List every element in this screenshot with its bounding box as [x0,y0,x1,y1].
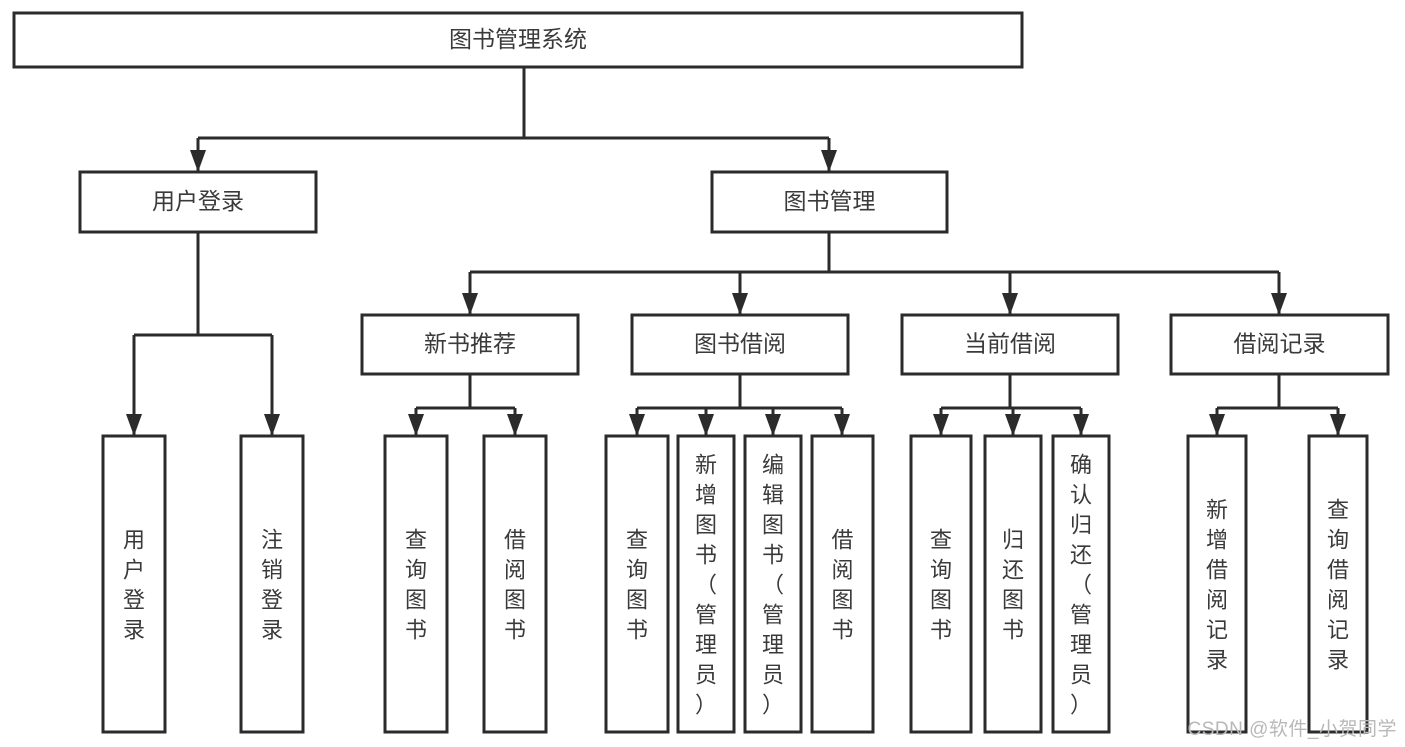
node-label: 确认归还（管理员） [1070,452,1092,717]
node-label: 借阅图书 [504,527,526,642]
node-leaf-11-新增借阅记录[interactable]: 新增借阅记录 [1186,434,1248,734]
node-box[interactable] [1169,313,1390,376]
node-label: 新增图书（管理员） [695,452,717,717]
node-box[interactable] [239,434,305,734]
node-label: 注销登录 [261,527,283,642]
node-label: 查询图书 [930,527,952,642]
node-label: 查询图书 [626,527,648,642]
arrowhead-icon [1330,414,1346,436]
node-label: 图书管理 [784,188,876,214]
arrowhead-icon [1271,293,1287,315]
node-label: 图书管理系统 [449,26,587,52]
node-box[interactable] [1051,434,1111,734]
node-label: 当前借阅 [964,331,1056,357]
node-box[interactable] [1307,434,1369,734]
arrowhead-icon [190,150,206,172]
node-level2-新书推荐[interactable]: 新书推荐 [360,313,580,376]
arrowhead-icon [1209,414,1225,436]
connector-group [933,374,1089,436]
arrowhead-icon [1002,293,1018,315]
node-leaf-2-查询图书[interactable]: 查询图书 [383,434,449,734]
node-box[interactable] [101,434,167,734]
node-box[interactable] [909,434,973,734]
node-leaf-10-确认归还管理员[interactable]: 确认归还（管理员） [1051,434,1111,734]
node-label: 用户登录 [152,188,244,214]
node-box[interactable] [676,434,736,734]
node-leaf-12-查询借阅记录[interactable]: 查询借阅记录 [1307,434,1369,734]
connector-group [190,67,837,172]
node-box[interactable] [78,170,318,234]
node-label: 查询图书 [405,527,427,642]
arrowhead-icon [507,414,523,436]
arrowhead-icon [732,293,748,315]
node-level2-当前借阅[interactable]: 当前借阅 [900,313,1120,376]
node-leaf-6-编辑图书管理员[interactable]: 编辑图书（管理员） [743,434,803,734]
node-box[interactable] [1186,434,1248,734]
node-box[interactable] [743,434,803,734]
node-label: 编辑图书（管理员） [762,452,784,717]
node-leaf-0-用户登录[interactable]: 用户登录 [101,434,167,734]
node-box[interactable] [12,11,1024,69]
connector-group [126,232,280,436]
node-label: 新增借阅记录 [1206,497,1228,672]
connector-group [629,374,850,436]
node-label: 借阅记录 [1234,331,1326,357]
node-leaf-3-借阅图书[interactable]: 借阅图书 [482,434,548,734]
node-leaf-5-新增图书管理员[interactable]: 新增图书（管理员） [676,434,736,734]
node-level1-图书管理[interactable]: 图书管理 [710,170,949,234]
arrowhead-icon [1005,414,1021,436]
node-box[interactable] [383,434,449,734]
node-box[interactable] [604,434,670,734]
connector-group [462,232,1287,315]
node-box[interactable] [710,170,949,234]
node-label: 图书借阅 [694,331,786,357]
node-label: 查询借阅记录 [1327,497,1349,672]
connector-group [408,374,523,436]
node-leaf-1-注销登录[interactable]: 注销登录 [239,434,305,734]
node-leaf-4-查询图书[interactable]: 查询图书 [604,434,670,734]
connector-group [1209,374,1346,436]
node-box[interactable] [983,434,1043,734]
arrowhead-icon [408,414,424,436]
node-level1-用户登录[interactable]: 用户登录 [78,170,318,234]
nodes-layer: 图书管理系统用户登录图书管理新书推荐图书借阅当前借阅借阅记录用户登录注销登录查询… [12,11,1390,734]
arrowhead-icon [933,414,949,436]
node-level2-借阅记录[interactable]: 借阅记录 [1169,313,1390,376]
arrowhead-icon [698,414,714,436]
arrowhead-icon [821,150,837,172]
node-label: 归还图书 [1002,527,1024,642]
arrowhead-icon [126,414,142,436]
node-box[interactable] [360,313,580,376]
arrowhead-icon [765,414,781,436]
arrowhead-icon [1073,414,1089,436]
node-box[interactable] [810,434,875,734]
connectors-layer [126,67,1346,436]
node-leaf-7-借阅图书[interactable]: 借阅图书 [810,434,875,734]
node-level2-图书借阅[interactable]: 图书借阅 [630,313,850,376]
node-leaf-8-查询图书[interactable]: 查询图书 [909,434,973,734]
arrowhead-icon [629,414,645,436]
node-label: 新书推荐 [424,331,516,357]
node-label: 用户登录 [123,527,145,642]
node-box[interactable] [630,313,850,376]
arrowhead-icon [264,414,280,436]
node-root-图书管理系统[interactable]: 图书管理系统 [12,11,1024,69]
node-box[interactable] [482,434,548,734]
arrowhead-icon [462,293,478,315]
node-box[interactable] [900,313,1120,376]
node-leaf-9-归还图书[interactable]: 归还图书 [983,434,1043,734]
node-label: 借阅图书 [831,527,853,642]
arrowhead-icon [834,414,850,436]
